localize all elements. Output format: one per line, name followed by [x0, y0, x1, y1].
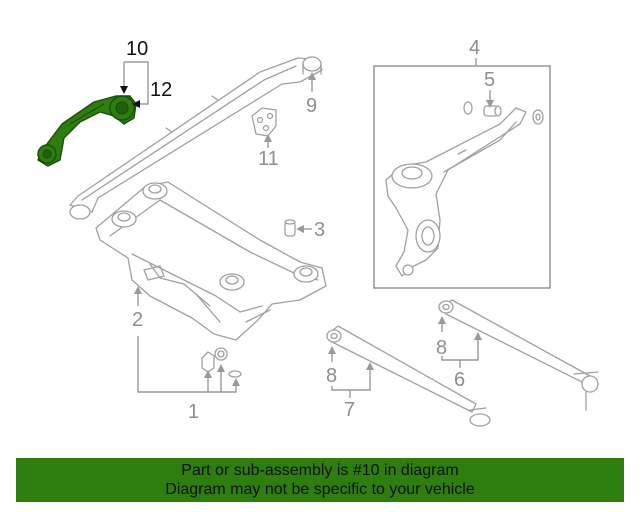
callout-11: 11	[258, 148, 279, 170]
callout-2: 2	[132, 309, 143, 331]
callout-8-right: 8	[436, 337, 447, 359]
lateral-link-part-6	[438, 299, 599, 411]
callout-10: 10	[126, 38, 148, 60]
callout-6: 6	[454, 369, 465, 391]
info-banner: Part or sub-assembly is #10 in diagram D…	[16, 458, 624, 502]
callout-8-left: 8	[326, 365, 337, 387]
bracket-part-11	[251, 107, 277, 137]
crossmember-bar	[69, 56, 323, 220]
trailing-link-part-7	[326, 325, 491, 427]
knuckle-assembly-box	[373, 65, 551, 289]
subframe	[95, 181, 327, 341]
callout-12: 12	[150, 79, 172, 101]
callout-7: 7	[344, 399, 355, 421]
callout-5: 5	[484, 69, 495, 91]
upper-control-arm-highlighted	[37, 95, 137, 167]
callout-3: 3	[314, 219, 325, 241]
banner-line-2: Diagram may not be specific to your vehi…	[165, 481, 475, 498]
bushing-part-3	[284, 219, 296, 237]
banner-line-1: Part or sub-assembly is #10 in diagram	[181, 462, 459, 479]
callout-9: 9	[306, 95, 317, 117]
mount-hardware-part-1	[201, 347, 242, 378]
callout-4: 4	[469, 37, 480, 59]
callout-1: 1	[188, 401, 199, 423]
callout-leaders	[120, 58, 494, 398]
